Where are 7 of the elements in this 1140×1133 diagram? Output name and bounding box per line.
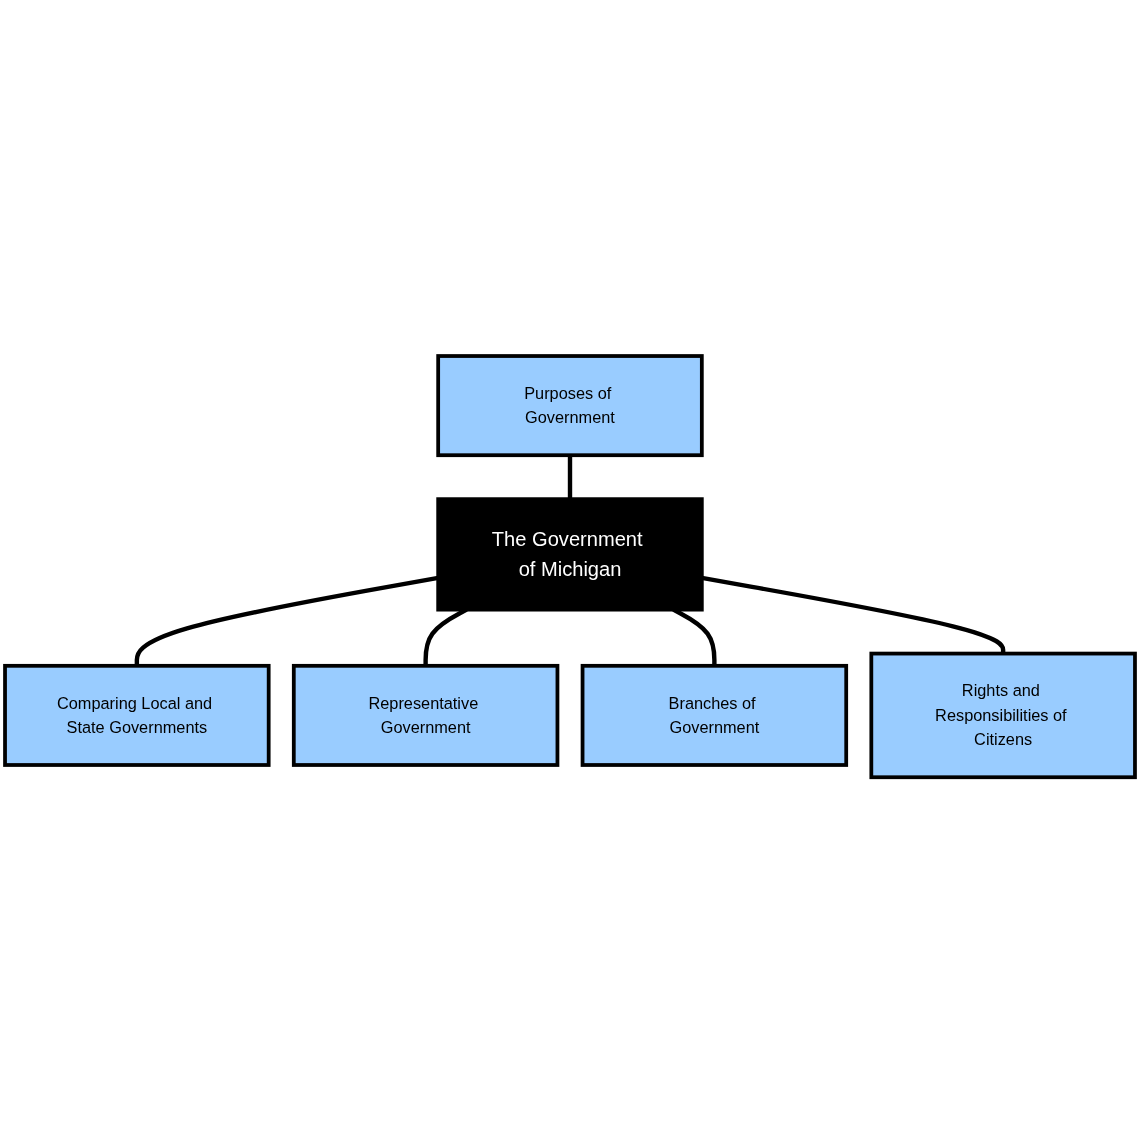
connector <box>567 455 573 499</box>
node-box: Rights and Responsibilities of Citizens <box>869 651 1137 779</box>
node-box: Representative Government <box>291 663 560 767</box>
node-box: The Government of Michigan <box>436 497 704 612</box>
node-box: Purposes of Government <box>436 354 704 457</box>
node-box: Branches of Government <box>580 663 849 767</box>
node-box: Comparing Local and State Governments <box>3 663 271 767</box>
